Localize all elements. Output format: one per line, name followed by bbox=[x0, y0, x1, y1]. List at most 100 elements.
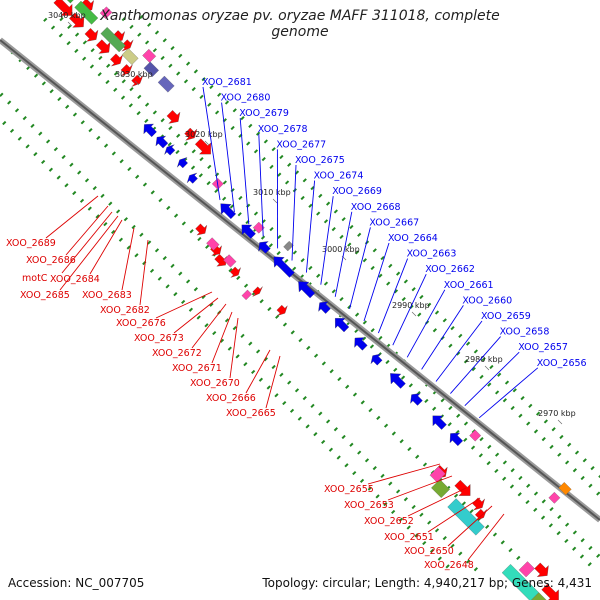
ring-dot-6 bbox=[181, 299, 186, 305]
ring-dot-4 bbox=[228, 268, 233, 273]
ring-dot-4 bbox=[142, 182, 148, 187]
ring-dot-0 bbox=[481, 357, 486, 362]
ring-dot-0 bbox=[458, 333, 463, 338]
ring-dot-2 bbox=[292, 250, 297, 255]
ring-dot-5 bbox=[310, 403, 315, 408]
lower-feature-block-2 bbox=[501, 564, 540, 600]
ring-dot-4 bbox=[150, 190, 155, 195]
ring-dot-1 bbox=[160, 55, 165, 61]
ring-dot-5 bbox=[14, 108, 20, 113]
ring-dot-3 bbox=[486, 461, 491, 466]
kbp-tick-mark-7 bbox=[557, 419, 563, 425]
forward-leader-line-9 bbox=[191, 303, 227, 349]
ring-dot-1 bbox=[230, 125, 235, 131]
ring-dot-2 bbox=[541, 499, 546, 504]
ring-dot-4 bbox=[469, 509, 474, 514]
ring-dot-6 bbox=[375, 494, 380, 499]
mid-feature-1 bbox=[223, 254, 237, 268]
kbp-tick-label-3: 3010 kbp bbox=[253, 188, 291, 197]
forward-leader-line-1 bbox=[65, 205, 109, 256]
ring-dot-3 bbox=[43, 17, 48, 22]
mid-forward-gene-5 bbox=[276, 304, 288, 316]
reverse-gene-label-18: XOO_2656 bbox=[537, 358, 587, 369]
lower-forward-gene-5 bbox=[541, 583, 559, 600]
ring-dot-4 bbox=[407, 446, 412, 452]
lower-gene-label-5: XOO_2648 bbox=[424, 560, 474, 571]
ring-dot-6 bbox=[445, 564, 450, 569]
ring-dot-3 bbox=[268, 243, 273, 248]
ring-dot-4 bbox=[508, 548, 513, 553]
ring-dot-1 bbox=[596, 491, 600, 496]
ring-dot-5 bbox=[131, 224, 136, 230]
ring-dot-1 bbox=[323, 219, 329, 224]
ring-dot-1 bbox=[494, 390, 500, 395]
reverse-gene-label-7: XOO_2669 bbox=[332, 186, 382, 197]
ring-dot-5 bbox=[318, 411, 323, 416]
reverse-gene-2 bbox=[164, 144, 176, 156]
ring-dot-0 bbox=[201, 77, 206, 82]
lower-feature-block-1 bbox=[447, 498, 485, 536]
ring-dot-5 bbox=[84, 178, 90, 183]
ring-dot-2 bbox=[113, 71, 119, 76]
ring-dot-3 bbox=[517, 492, 522, 497]
ring-dot-2 bbox=[339, 296, 344, 302]
ring-dot-5 bbox=[53, 147, 58, 152]
reverse-leader-line-0 bbox=[202, 86, 221, 201]
ring-dot-5 bbox=[123, 217, 128, 222]
ring-dot-6 bbox=[188, 307, 194, 312]
ring-dot-3 bbox=[97, 72, 102, 77]
lower-leader-line-0 bbox=[367, 463, 441, 485]
forward-gene-3 bbox=[95, 39, 111, 54]
ring-dot-4 bbox=[360, 400, 365, 405]
ring-dot-3 bbox=[276, 251, 281, 256]
lower-feature-block-0 bbox=[431, 479, 450, 499]
ring-dot-0 bbox=[232, 108, 237, 113]
ring-dot-1 bbox=[246, 141, 251, 146]
ring-dot-1 bbox=[557, 452, 562, 457]
forward-gene-label-8: XOO_2673 bbox=[134, 333, 184, 344]
ring-dot-5 bbox=[193, 287, 198, 292]
ring-dot-4 bbox=[500, 540, 505, 545]
forward-gene-1 bbox=[69, 12, 85, 28]
forward-gene-6 bbox=[131, 74, 144, 87]
ring-dot-5 bbox=[30, 123, 35, 128]
ring-dot-3 bbox=[494, 468, 499, 474]
ring-dot-2 bbox=[323, 281, 329, 286]
ring-dot-1 bbox=[401, 296, 406, 302]
ring-dot-2 bbox=[98, 55, 103, 61]
ring-dot-6 bbox=[33, 152, 38, 157]
ring-dot-1 bbox=[300, 195, 305, 201]
ring-dot-5 bbox=[279, 372, 284, 377]
ring-dot-6 bbox=[297, 416, 302, 421]
ring-dot-1 bbox=[463, 359, 469, 364]
ring-dot-3 bbox=[432, 406, 437, 411]
ring-dot-4 bbox=[321, 361, 326, 366]
ring-dot-0 bbox=[170, 45, 175, 51]
ring-dot-0 bbox=[590, 465, 595, 471]
reverse-gene-label-0: XOO_2681 bbox=[202, 77, 252, 88]
forward-gene-label-3: XOO_2684 bbox=[50, 274, 100, 285]
forward-gene-label-2: motC bbox=[22, 273, 48, 284]
ring-dot-0 bbox=[279, 154, 284, 160]
ring-dot-5 bbox=[69, 162, 74, 167]
ring-dot-1 bbox=[207, 102, 212, 107]
ring-dot-2 bbox=[456, 413, 461, 418]
ring-dot-0 bbox=[139, 14, 144, 20]
ring-dot-6 bbox=[95, 214, 100, 219]
ring-dot-5 bbox=[178, 271, 183, 276]
ring-dot-5 bbox=[209, 302, 214, 307]
ring-dot-3 bbox=[128, 103, 133, 108]
kbp-tick-mark-1 bbox=[134, 80, 140, 86]
ring-dot-1 bbox=[183, 79, 189, 84]
reverse-gene-label-12: XOO_2662 bbox=[425, 264, 475, 275]
ring-dot-6 bbox=[289, 408, 295, 413]
ring-dot-0 bbox=[411, 287, 416, 292]
ring-dot-4 bbox=[337, 376, 342, 382]
forward-leader-line-0 bbox=[45, 195, 99, 239]
ring-dot-3 bbox=[424, 398, 429, 404]
ring-dot-3 bbox=[393, 367, 398, 372]
ring-dot-0 bbox=[341, 217, 346, 222]
ring-dot-1 bbox=[121, 16, 126, 22]
reverse-gene-label-16: XOO_2658 bbox=[500, 327, 550, 338]
